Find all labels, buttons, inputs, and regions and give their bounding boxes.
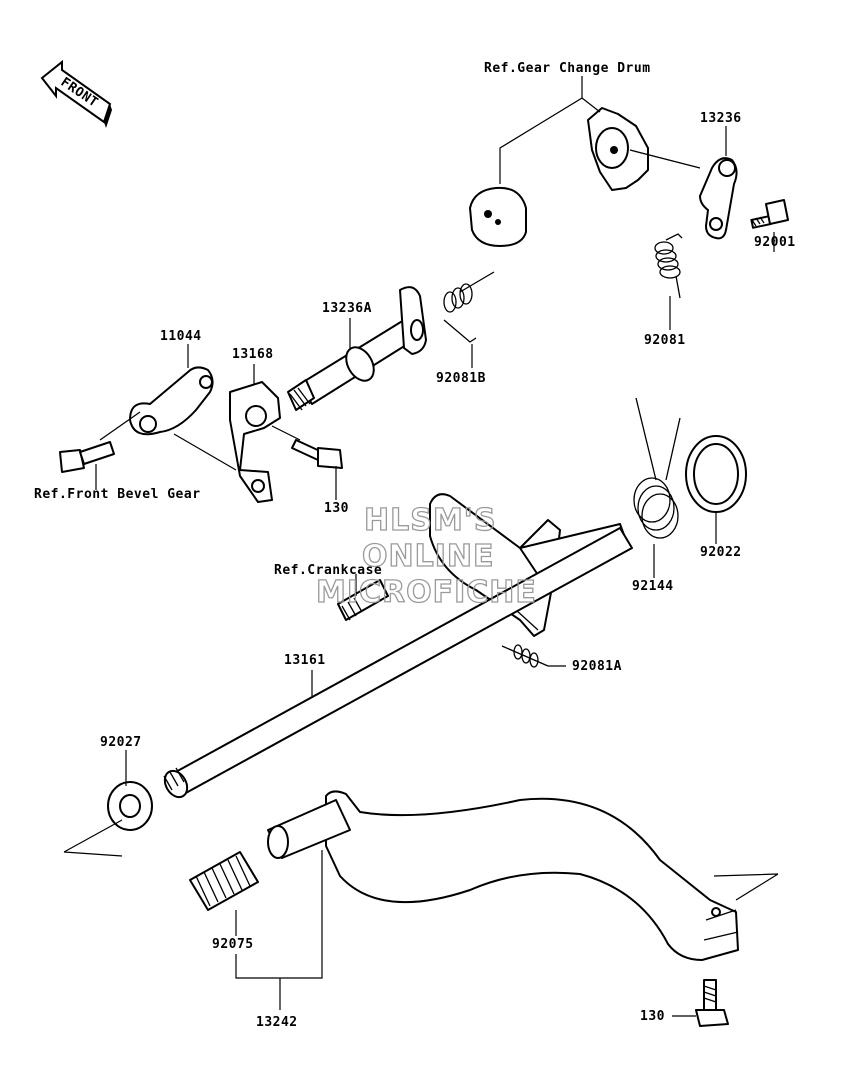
label-92081: 92081 [644,333,686,348]
spring-92081B [443,271,495,343]
label-11044: 11044 [160,329,202,344]
label-13161: 13161 [284,653,326,668]
torsion-spring-92144 [633,397,681,539]
bolt-130-lower [695,979,729,1027]
label-13168: 13168 [232,347,274,362]
shift-pedal [267,790,739,961]
gear-change-drum [469,107,701,247]
label-13236A: 13236A [322,301,372,316]
label-13236: 13236 [700,111,742,126]
label-130-upper: 130 [324,501,349,516]
watermark-line-3: MICROFICHE [316,575,537,610]
bolt-92001 [750,199,789,229]
shift-lever-plate-13236 [699,157,738,240]
washer-92027 [107,781,153,831]
watermark-line-2: ONLINE [362,539,495,574]
spring-92081A [501,644,549,668]
label-130-lower: 130 [640,1009,665,1024]
bolt-front-bevel-gear [59,441,115,473]
label-92027: 92027 [100,735,142,750]
shift-shaft-13236A [287,286,427,411]
label-92144: 92144 [632,579,674,594]
arm-11044 [129,366,214,436]
front-arrow-icon: FRONT [40,59,112,128]
label-92075: 92075 [212,937,254,952]
label-92022: 92022 [700,545,742,560]
label-92081B: 92081B [436,371,486,386]
pedal-rubber-92075 [189,851,259,911]
shift-shaft-13161 [163,527,633,799]
label-ref-crankcase: Ref.Crankcase [274,563,382,578]
leader-lines [63,76,779,1017]
washer-92022 [685,435,747,513]
bolt-130-upper [291,439,343,469]
lever-clamp-13168 [229,381,281,503]
spring-92081 [654,233,683,299]
label-ref-gear-change-drum: Ref.Gear Change Drum [484,61,651,76]
label-92081A: 92081A [572,659,622,674]
label-92001: 92001 [754,235,796,250]
part-labels: Ref.Gear Change Drum 13236 92001 92081 1… [34,61,796,1030]
crankcase-bolt [337,579,389,621]
label-13242: 13242 [256,1015,298,1030]
watermark-line-1: HLSM'S [364,503,496,538]
label-ref-front-bevel-gear: Ref.Front Bevel Gear [34,487,201,502]
watermark: HLSM'S ONLINE MICROFICHE [315,502,537,610]
